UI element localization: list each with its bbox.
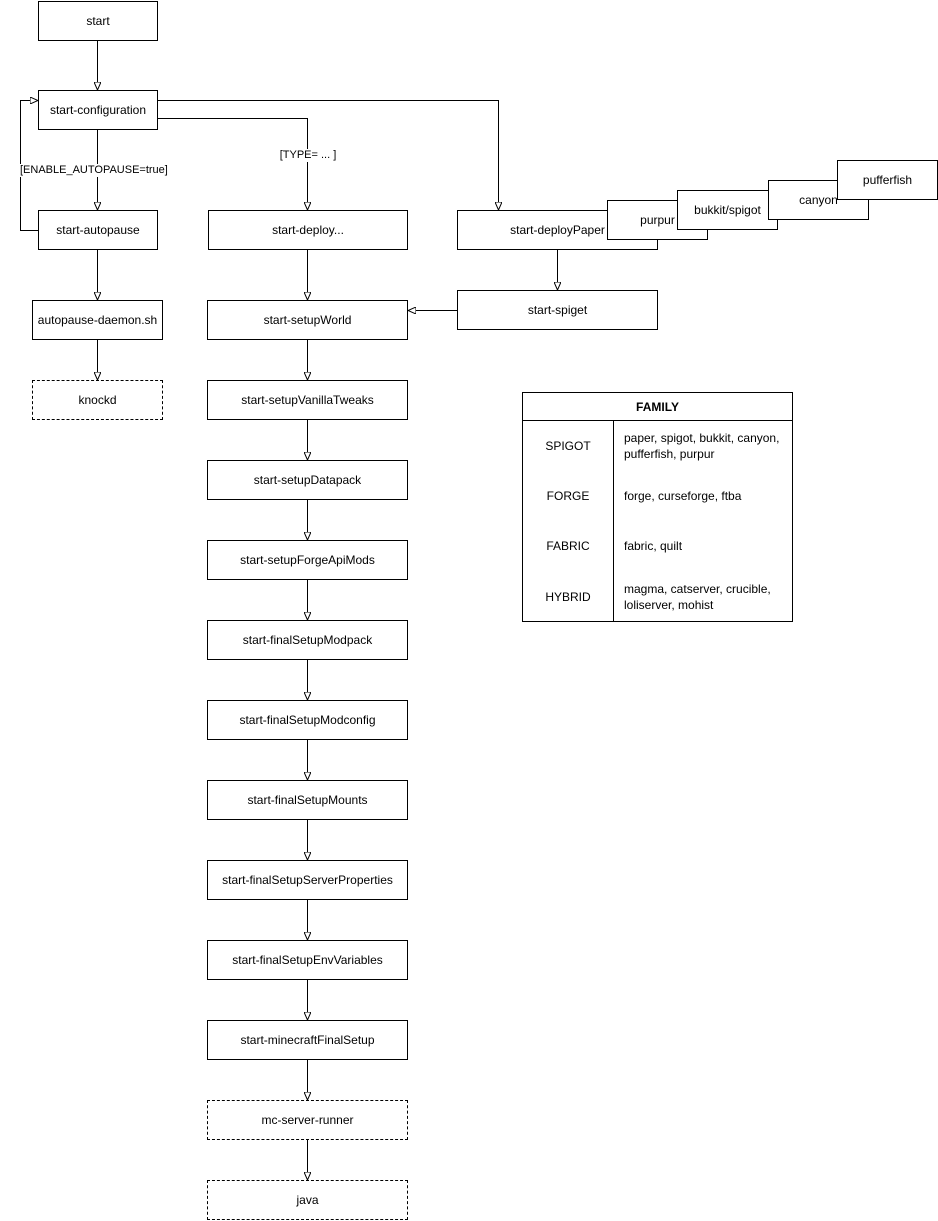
node-pufferfish: pufferfish: [837, 160, 938, 200]
node-start-setupdatapack: start-setupDatapack: [207, 460, 408, 500]
node-start-finalsetupenvvariables: start-finalSetupEnvVariables: [207, 940, 408, 980]
edge-label-type: [TYPE= ... ]: [276, 149, 340, 162]
edge-configuration-to-deploypaper: [158, 100, 499, 203]
node-start-finalsetupmodpack: start-finalSetupModpack: [207, 620, 408, 660]
table-row-fabric: FABRIC fabric, quilt: [523, 521, 792, 571]
node-start-finalsetupserverproperties: start-finalSetupServerProperties: [207, 860, 408, 900]
table-row-spigot: SPIGOT paper, spigot, bukkit, canyon, pu…: [523, 421, 792, 471]
node-bukkit-spigot: bukkit/spigot: [677, 190, 778, 230]
edge-configuration-to-deploy: [158, 118, 308, 203]
node-start-setupworld: start-setupWorld: [207, 300, 408, 340]
node-autopause-daemon-sh: autopause-daemon.sh: [32, 300, 163, 340]
family-members: forge, curseforge, ftba: [613, 471, 792, 521]
node-start-configuration: start-configuration: [38, 90, 158, 130]
family-table: FAMILY SPIGOT paper, spigot, bukkit, can…: [522, 392, 793, 622]
table-row-hybrid: HYBRID magma, catserver, crucible, lolis…: [523, 571, 792, 622]
node-start-autopause: start-autopause: [38, 210, 158, 250]
family-name: FORGE: [546, 489, 590, 503]
node-start-setupforgeapimods: start-setupForgeApiMods: [207, 540, 408, 580]
node-start-finalsetupmodconfig: start-finalSetupModconfig: [207, 700, 408, 740]
node-start-finalsetupmounts: start-finalSetupMounts: [207, 780, 408, 820]
table-row-forge: FORGE forge, curseforge, ftba: [523, 471, 792, 521]
node-canyon: canyon: [768, 180, 869, 220]
family-members: paper, spigot, bukkit, canyon, pufferfis…: [613, 421, 792, 471]
node-start-spiget: start-spiget: [457, 290, 658, 330]
node-knockd: knockd: [32, 380, 163, 420]
family-table-title: FAMILY: [523, 393, 792, 421]
node-java: java: [207, 1180, 408, 1220]
family-members: magma, catserver, crucible, loliserver, …: [613, 571, 792, 622]
node-mc-server-runner: mc-server-runner: [207, 1100, 408, 1140]
node-start: start: [38, 1, 158, 41]
node-start-setupvanillatweaks: start-setupVanillaTweaks: [207, 380, 408, 420]
node-start-deploy: start-deploy...: [208, 210, 408, 250]
node-start-minecraftfinalsetup: start-minecraftFinalSetup: [207, 1020, 408, 1060]
family-name: SPIGOT: [545, 439, 591, 453]
family-name: HYBRID: [545, 589, 591, 604]
family-members: fabric, quilt: [613, 521, 792, 571]
family-name: FABRIC: [546, 539, 590, 553]
edge-label-enable-autopause: [ENABLE_AUTOPAUSE=true]: [20, 164, 168, 177]
